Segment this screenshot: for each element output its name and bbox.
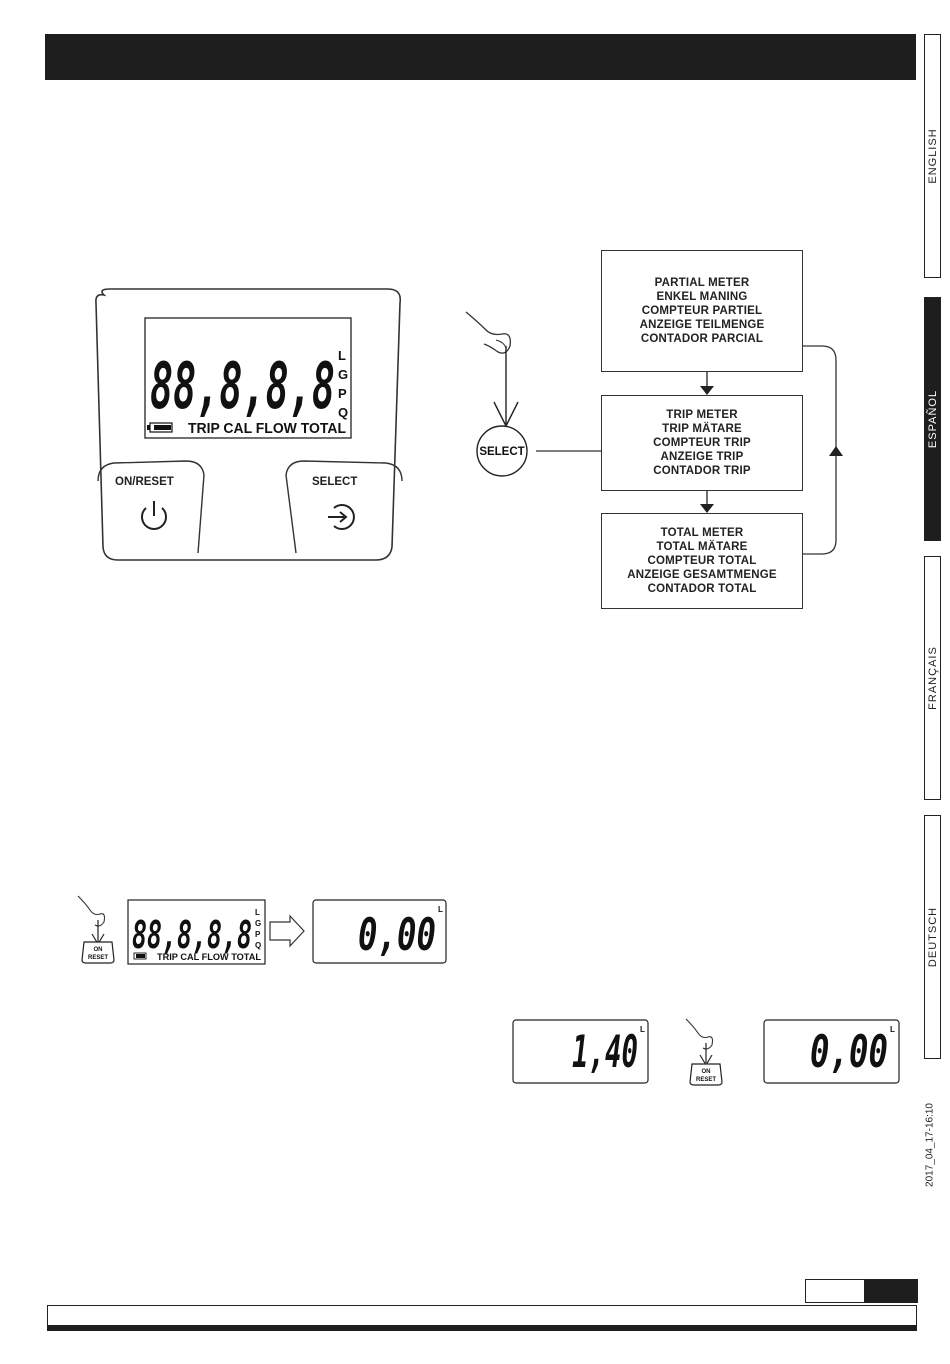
page-number-box <box>805 1279 865 1303</box>
lcd-after-display: 0,00 L <box>763 1019 900 1084</box>
flow-box-line: PARTIAL METER <box>654 277 750 289</box>
arrow-down-icon <box>700 504 714 513</box>
lcd-digits: 88,8,8,8 <box>150 350 335 424</box>
startup-sequence: ON RESET 88,8,8,8 L G P Q TRIP CAL FLOW … <box>77 895 447 965</box>
svg-text:1,40: 1,40 <box>572 1027 638 1078</box>
hand-icon <box>465 311 511 354</box>
lcd-test-display: 88,8,8,8 L G P Q TRIP CAL FLOW TOTAL <box>127 899 266 965</box>
tab-english-label: ENGLISH <box>926 128 939 184</box>
svg-text:Q: Q <box>255 941 261 950</box>
press-on-reset-icon: ON RESET <box>77 895 115 964</box>
footer-bar <box>47 1325 917 1331</box>
select-label: SELECT <box>312 476 357 488</box>
svg-text:0,00: 0,00 <box>810 1027 888 1078</box>
flow-box-line: CONTADOR TOTAL <box>647 583 757 595</box>
enter-icon <box>328 504 355 530</box>
datestamp: 2017_04_17-16:10 <box>924 1103 936 1187</box>
svg-text:88,8,8,8: 88,8,8,8 <box>132 913 252 957</box>
press-on-reset-icon: ON RESET <box>685 1018 723 1086</box>
page-number-box-dark <box>864 1279 918 1303</box>
svg-text:L: L <box>438 905 443 914</box>
power-icon <box>141 501 167 530</box>
lcd-before-display: 1,40 L <box>512 1019 649 1084</box>
lcd-frame <box>144 317 352 439</box>
tab-francais[interactable]: FRANÇAIS <box>924 556 941 800</box>
svg-text:L: L <box>255 908 260 917</box>
svg-text:L: L <box>890 1025 895 1034</box>
tab-espanol[interactable]: ESPAÑOL <box>924 297 941 541</box>
svg-text:ON: ON <box>94 947 103 953</box>
header-bar <box>45 34 916 80</box>
arrow-down-icon <box>700 386 714 395</box>
svg-text:RESET: RESET <box>88 955 108 961</box>
flow-box-line: COMPTEUR PARTIEL <box>641 305 763 317</box>
flow-box-line: TRIP MÄTARE <box>662 423 742 435</box>
svg-text:RESET: RESET <box>696 1077 716 1083</box>
tab-deutsch-label: DEUTSCH <box>926 906 939 968</box>
on-reset-label: ON/RESET <box>115 476 174 488</box>
svg-text:L: L <box>640 1025 645 1034</box>
lcd-result-display: 0,00 L <box>312 899 447 964</box>
flow-box-total: TOTAL METER TOTAL MÄTARE COMPTEUR TOTAL … <box>601 513 803 609</box>
tab-english[interactable]: ENGLISH <box>924 34 941 278</box>
svg-text:P: P <box>255 930 261 939</box>
svg-text:ON: ON <box>702 1069 711 1075</box>
right-arrow-icon <box>269 914 305 948</box>
flow-box-line: COMPTEUR TRIP <box>653 437 751 449</box>
svg-text:G: G <box>255 919 261 928</box>
unit-g: G <box>338 367 348 382</box>
reset-sequence: 1,40 L ON RESET 0,00 L <box>512 1018 900 1086</box>
flow-box-line: ANZEIGE TRIP <box>660 451 744 463</box>
flow-box-line: TOTAL MÄTARE <box>656 541 748 553</box>
flow-box-line: CONTADOR PARCIAL <box>640 333 764 345</box>
tab-francais-label: FRANÇAIS <box>926 646 939 710</box>
flow-box-line: ANZEIGE GESAMTMENGE <box>627 569 777 581</box>
flow-box-line: ANZEIGE TEILMENGE <box>639 319 765 331</box>
svg-text:0,00: 0,00 <box>358 910 436 961</box>
flow-box-partial: PARTIAL METER ENKEL MANING COMPTEUR PART… <box>601 250 803 372</box>
footer-frame <box>47 1305 917 1326</box>
flow-box-line: COMPTEUR TOTAL <box>647 555 757 567</box>
flow-box-line: TRIP METER <box>666 409 738 421</box>
unit-p: P <box>338 386 347 401</box>
flow-box-line: ENKEL MANING <box>656 291 748 303</box>
flow-box-line: CONTADOR TRIP <box>653 465 751 477</box>
tab-deutsch[interactable]: DEUTSCH <box>924 815 941 1059</box>
arrow-up-icon <box>829 446 843 456</box>
lcd-indicators: TRIP CAL FLOW TOTAL <box>188 421 346 437</box>
select-button-label: SELECT <box>479 446 524 458</box>
meter-device-illustration: 88,8,8,8 L G P Q TRIP CAL FLOW TOTAL ON/… <box>95 288 403 561</box>
unit-q: Q <box>338 405 348 420</box>
hand-press-select: SELECT <box>465 311 602 477</box>
flow-connectors <box>700 345 843 555</box>
unit-l: L <box>338 348 346 363</box>
flow-box-trip: TRIP METER TRIP MÄTARE COMPTEUR TRIP ANZ… <box>601 395 803 491</box>
tab-espanol-label: ESPAÑOL <box>926 389 939 449</box>
svg-text:TRIP CAL FLOW TOTAL: TRIP CAL FLOW TOTAL <box>157 952 262 962</box>
select-button-circle <box>476 425 528 477</box>
flow-box-line: TOTAL METER <box>660 527 744 539</box>
